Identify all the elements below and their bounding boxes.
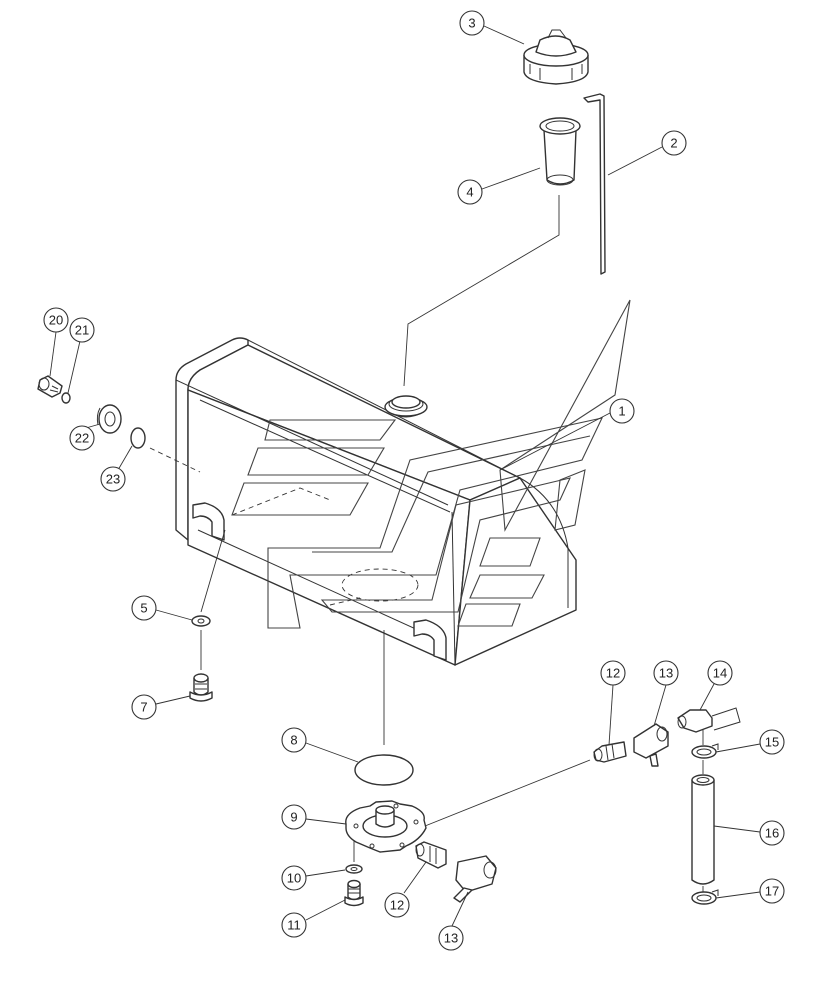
svg-text:17: 17	[765, 884, 779, 899]
callout-12-lower: 12	[384, 861, 427, 918]
callout-15: 15	[715, 729, 785, 755]
callout-16: 16	[713, 820, 785, 846]
fuel-tank	[149, 337, 577, 666]
hose-clamp-15	[691, 743, 719, 759]
svg-text:12: 12	[390, 898, 404, 913]
svg-text:15: 15	[765, 735, 779, 750]
callout-17: 17	[715, 878, 785, 904]
svg-text:13: 13	[444, 931, 458, 946]
callout-13-lower: 13	[438, 891, 469, 951]
fuel-hose-16	[691, 774, 715, 885]
svg-text:2: 2	[670, 136, 677, 151]
callout-23: 23	[100, 445, 133, 492]
callout-10: 10	[281, 865, 346, 891]
bolt-washer-10-11	[344, 864, 364, 907]
callout-22: 22	[69, 423, 101, 451]
fitting-12-upper	[593, 741, 627, 763]
fitting-14	[677, 707, 741, 733]
filler-cap	[523, 29, 589, 85]
fitting-12-lower	[415, 841, 447, 869]
svg-text:13: 13	[659, 666, 673, 681]
svg-text:20: 20	[49, 313, 63, 328]
svg-text:3: 3	[468, 16, 475, 31]
callout-13-upper: 13	[653, 660, 679, 727]
svg-text:16: 16	[765, 826, 779, 841]
callout-21: 21	[67, 317, 95, 394]
svg-text:23: 23	[106, 472, 120, 487]
callout-8: 8	[281, 727, 359, 763]
svg-text:7: 7	[140, 700, 147, 715]
leader-lines	[200, 195, 704, 892]
hose-clamp-17	[691, 889, 719, 905]
svg-text:1: 1	[618, 404, 625, 419]
callout-11: 11	[281, 899, 346, 938]
callout-7: 7	[131, 694, 191, 720]
callout-3: 3	[459, 10, 525, 45]
svg-text:11: 11	[287, 918, 301, 933]
svg-text:12: 12	[606, 666, 620, 681]
sender-flange	[345, 800, 427, 853]
bolt-washer-5-7	[189, 615, 213, 702]
valve-13-upper	[633, 723, 669, 767]
svg-text:10: 10	[287, 871, 301, 886]
valve-13-lower	[453, 855, 497, 903]
callout-14: 14	[699, 660, 733, 711]
gasket-8	[354, 754, 414, 786]
drain-plug-group	[37, 375, 146, 449]
dipstick	[583, 93, 606, 275]
svg-text:21: 21	[75, 323, 89, 338]
callout-2: 2	[607, 130, 687, 176]
callout-9: 9	[281, 804, 347, 830]
callout-5: 5	[131, 595, 193, 621]
callout-20: 20	[43, 307, 69, 377]
callout-1: 1	[499, 398, 635, 471]
svg-text:14: 14	[713, 666, 727, 681]
svg-text:8: 8	[290, 733, 297, 748]
callout-12-upper: 12	[600, 660, 626, 746]
tank-logo	[231, 299, 631, 629]
callout-4: 4	[457, 167, 541, 205]
svg-text:9: 9	[290, 810, 297, 825]
filler-strainer	[539, 117, 581, 186]
svg-text:4: 4	[466, 185, 473, 200]
svg-text:5: 5	[140, 601, 147, 616]
svg-text:22: 22	[75, 431, 89, 446]
